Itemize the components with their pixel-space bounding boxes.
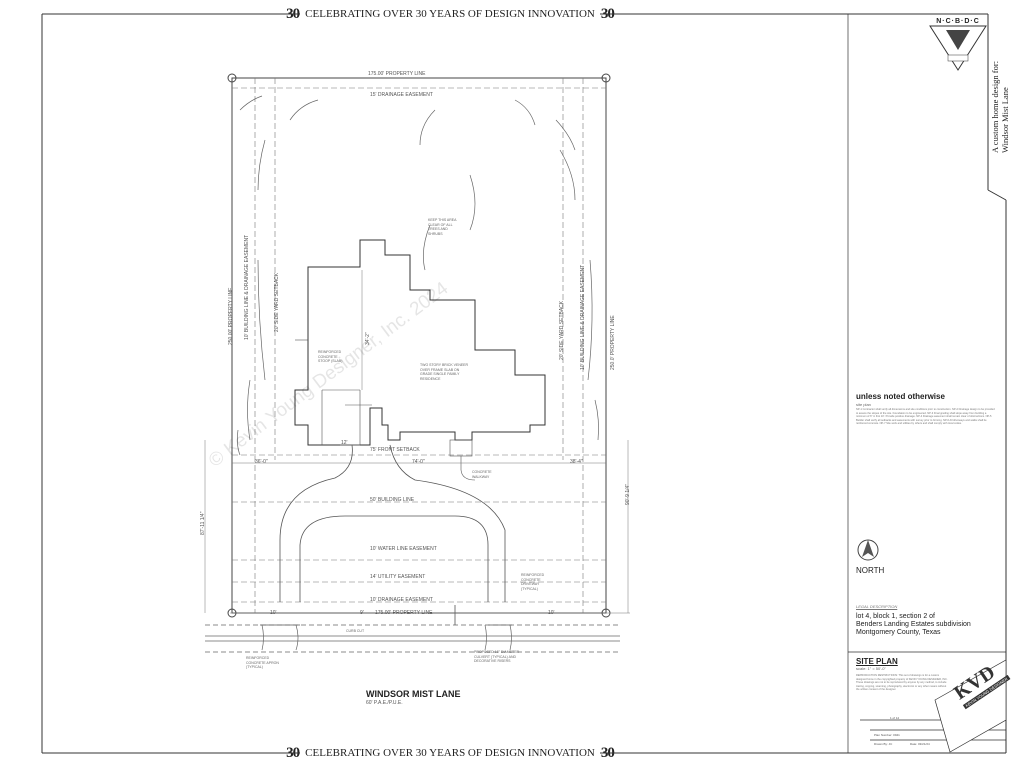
street-name: WINDSOR MIST LANE [366,689,461,699]
siteplan-scale: scale: 1" = 50'-0" [856,666,886,671]
panel-heading: unless noted otherwise [856,392,945,401]
dim-center: 74'-0" [412,459,425,465]
banner-bottom: 30 CELEBRATING OVER 30 YEARS OF DESIGN I… [286,745,615,761]
title-block [848,651,1007,753]
walkway [449,439,476,481]
label-property-line-left: 250.00' PROPERTY LINE [228,287,234,345]
drawing-date: Date: 03/21/24 [910,742,930,746]
panel-sub: site plan [856,402,871,407]
legal-line-3: Montgomery County, Texas [856,629,941,636]
label-right-setback: 20' SIDE YARD SETBACK [559,300,565,360]
north-arrow [857,539,879,561]
note-drain: KEEP THIS AREA CLEAR OF ALL TREES AND SH… [428,218,457,236]
dim-vert-right: 90'-9 1/4" [625,483,631,505]
property-boundary [227,73,611,618]
label-drainage-top: 15' DRAINAGE EASEMENT [370,92,433,98]
dimension-lines [204,270,630,614]
sheet-number: 1 of 12 [890,716,900,720]
dim-12: 12' [341,440,348,446]
ncbdc-logo [929,25,987,71]
legal-heading: LEGAL DESCRIPTION [856,604,898,609]
banner-text: CELEBRATING OVER 30 YEARS OF DESIGN INNO… [305,747,595,759]
house-interior-lines [295,339,372,445]
custom-design-line2: Windsor Mist Lane [1000,87,1010,153]
easement-lines [232,78,606,613]
label-building-line: 50' BUILDING LINE [370,497,415,503]
dim-9: 9' [360,610,364,616]
note-stoop: REINFORCED CONCRETE STOOP (SLAB) [318,350,343,363]
drainage-arrows [236,95,599,456]
legal-line-1: lot 4, block 1, section 2 of [856,613,935,620]
dim-vert-left: 87'-11 1/4" [200,511,206,536]
dim-right: 38'-4" [570,459,583,465]
label-utility: 14' UTILITY EASEMENT [370,574,426,580]
north-label: NORTH [856,566,885,575]
label-front-setback: 75' FRONT SETBACK [370,447,420,453]
street [205,624,620,653]
legal-line-2: Benders Landing Estates subdivision [856,621,971,628]
house-footprint [294,239,546,446]
reproduction-notice: REPRODUCTION RESTRICTIONS: This set of d… [856,674,948,692]
dim-house: 34'-2" [365,332,371,345]
ncbdc-logo-text: N·C·B·D·C [930,18,986,25]
dim-bottom-right: 10' [548,610,555,616]
label-water-line: 10' WATER LINE EASEMENT [370,546,437,552]
sheet-border [41,13,1007,754]
street-sub: 60' P.A.E./P.U.E. [366,700,403,706]
custom-design-label: A custom home design for: Windsor Mist L… [990,61,1010,153]
label-drainage-bottom: 10' DRAINAGE EASEMENT [370,597,433,603]
label-property-line-top: 175.00' PROPERTY LINE [368,71,426,77]
drawn-by: Drawn By: JC [874,742,893,746]
dim-bottom-left: 10' [270,610,277,616]
note-culvert: PROPOSED 18" DIAMETER CULVERT (TYPICAL) … [474,650,520,663]
note-house: TWO STORY BRICK VENEER OVER FRAME SLAB O… [420,363,469,381]
label-property-line-bottom: 175.00' PROPERTY LINE [375,610,433,616]
note-walk: CONCRETE WALKWAY [472,470,492,479]
note-curb: CURB CUT [346,629,365,633]
label-left-setback: 20' SIDE YARD SETBACK [274,272,280,332]
note-drive: REINFORCED CONCRETE DRIVEWAY (TYPICAL) [521,573,545,591]
label-left-bldg-line: 10' BUILDING LINE & DRAINAGE EASEMENT [244,234,250,340]
plan-number: Plan Number: 0941 [874,733,900,737]
banner-text: CELEBRATING OVER 30 YEARS OF DESIGN INNO… [305,8,595,20]
logo-abbr: N·C·B·D·C [936,18,980,25]
label-right-bldg-line: 10' BUILDING LINE & DRAINAGE EASEMENT [580,264,586,370]
label-property-line-right: 250.0' PROPERTY LINE [610,315,616,370]
siteplan-title: SITE PLAN [856,657,898,666]
site-notes: NP-1 Contractor shall verify all dimensi… [856,408,995,426]
note-apron: REINFORCED CONCRETE APRON (TYPICAL) [246,656,279,669]
dim-left: 36'-0" [255,459,268,465]
custom-design-line1: A custom home design for: [990,60,1000,153]
